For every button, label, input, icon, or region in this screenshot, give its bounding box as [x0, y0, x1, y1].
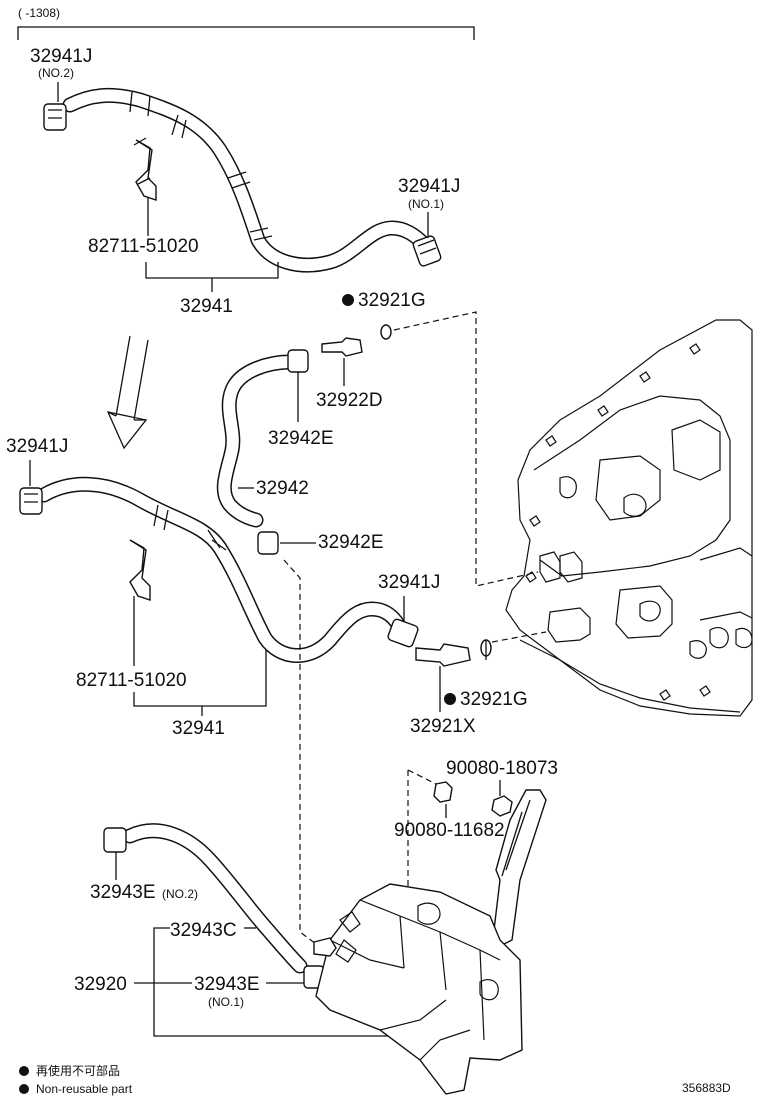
bracket-top-82711	[133, 137, 157, 201]
nut-90080-18073	[491, 795, 513, 817]
nonreusable-dot-top	[342, 294, 354, 306]
label-32942: 32942	[256, 478, 309, 499]
label-mid-32941J: 32941J	[6, 436, 68, 457]
dash-guide-vertical	[283, 559, 317, 945]
hose-32943C	[122, 823, 308, 974]
separator-32920	[313, 883, 523, 1095]
legend-en: Non-reusable part	[36, 1082, 133, 1096]
dash-guide-bolts	[407, 769, 441, 908]
label-top-32941J-right: 32941J	[398, 176, 460, 197]
clip-top-right	[412, 235, 442, 267]
transmission-case	[505, 319, 753, 717]
label-top-32941J-no2: (NO.2)	[38, 66, 74, 80]
legend-jp: 再使用不可部品	[36, 1063, 120, 1078]
label-90080-11682: 90080-11682	[394, 820, 505, 841]
legend-dot-jp	[19, 1066, 29, 1076]
label-32942E-b: 32942E	[318, 532, 384, 553]
label-90080-18073: 90080-18073	[446, 758, 558, 779]
footer-code: 356883D	[682, 1081, 731, 1095]
clip-mid-right	[387, 618, 419, 648]
label-32943C: 32943C	[170, 920, 237, 941]
label-32920: 32920	[74, 974, 127, 995]
label-32943E-no2: 32943E	[90, 882, 156, 903]
clip-32942E-top	[287, 349, 309, 373]
label-32943E-no1: 32943E	[194, 974, 260, 995]
label-mid-32941J-right: 32941J	[378, 572, 440, 593]
label-mid-82711: 82711-51020	[76, 670, 187, 691]
label-32943E-no1-sub: (NO.1)	[208, 995, 244, 1009]
header-range: ( -1308)	[18, 6, 60, 20]
label-mid-32941: 32941	[172, 718, 225, 739]
clip-top-left	[43, 103, 67, 131]
top-hose-assembly	[62, 88, 433, 273]
header-bracket	[17, 26, 475, 40]
label-32942E-a: 32942E	[268, 428, 334, 449]
dash-guide-bottom	[491, 631, 547, 643]
label-top-32941J-no1: (NO.1)	[408, 197, 444, 211]
clip-32942E-bottom	[257, 531, 279, 555]
label-32921G-top: 32921G	[358, 290, 426, 311]
dash-guide-top	[393, 311, 539, 587]
clip-mid-left	[19, 487, 43, 515]
valve-32921X	[415, 643, 471, 667]
clip-32943E-no2	[103, 827, 127, 853]
label-32921X: 32921X	[410, 716, 476, 737]
bracket-mid-82711	[129, 539, 151, 601]
mid-hose-32941	[36, 476, 408, 663]
hose-32942	[216, 354, 298, 528]
legend-dot-en	[19, 1084, 29, 1094]
label-32921G-bottom: 32921G	[460, 689, 528, 710]
bolt-90080-11682	[433, 781, 453, 803]
oring-top	[380, 324, 392, 340]
label-32922D: 32922D	[316, 390, 383, 411]
label-top-32941J: 32941J	[30, 46, 92, 67]
label-top-32941: 32941	[180, 296, 233, 317]
label-top-82711: 82711-51020	[88, 236, 199, 257]
valve-32922D	[321, 337, 363, 357]
nonreusable-dot-bottom	[444, 693, 456, 705]
direction-arrow	[106, 335, 149, 450]
label-32943E-no2-sub: (NO.2)	[162, 887, 198, 901]
